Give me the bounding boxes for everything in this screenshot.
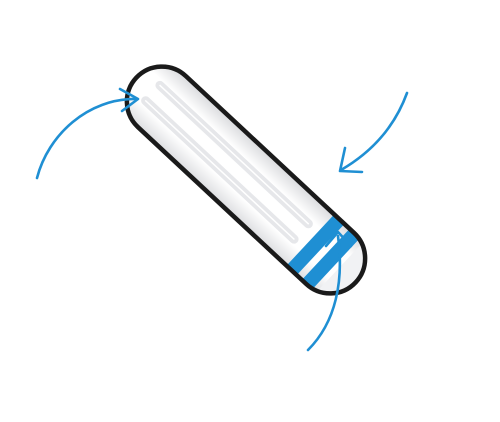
tampon	[112, 52, 380, 308]
arrow-icon	[35, 87, 140, 180]
arrow-icon	[338, 91, 409, 174]
tampon-outline	[124, 64, 368, 296]
tampon-groove-highlight	[159, 84, 310, 225]
tampon-blue-band	[301, 228, 360, 290]
tampon-groove-highlight	[144, 99, 295, 241]
arrow-icon	[306, 230, 353, 352]
tampon-blue-band	[286, 214, 345, 276]
